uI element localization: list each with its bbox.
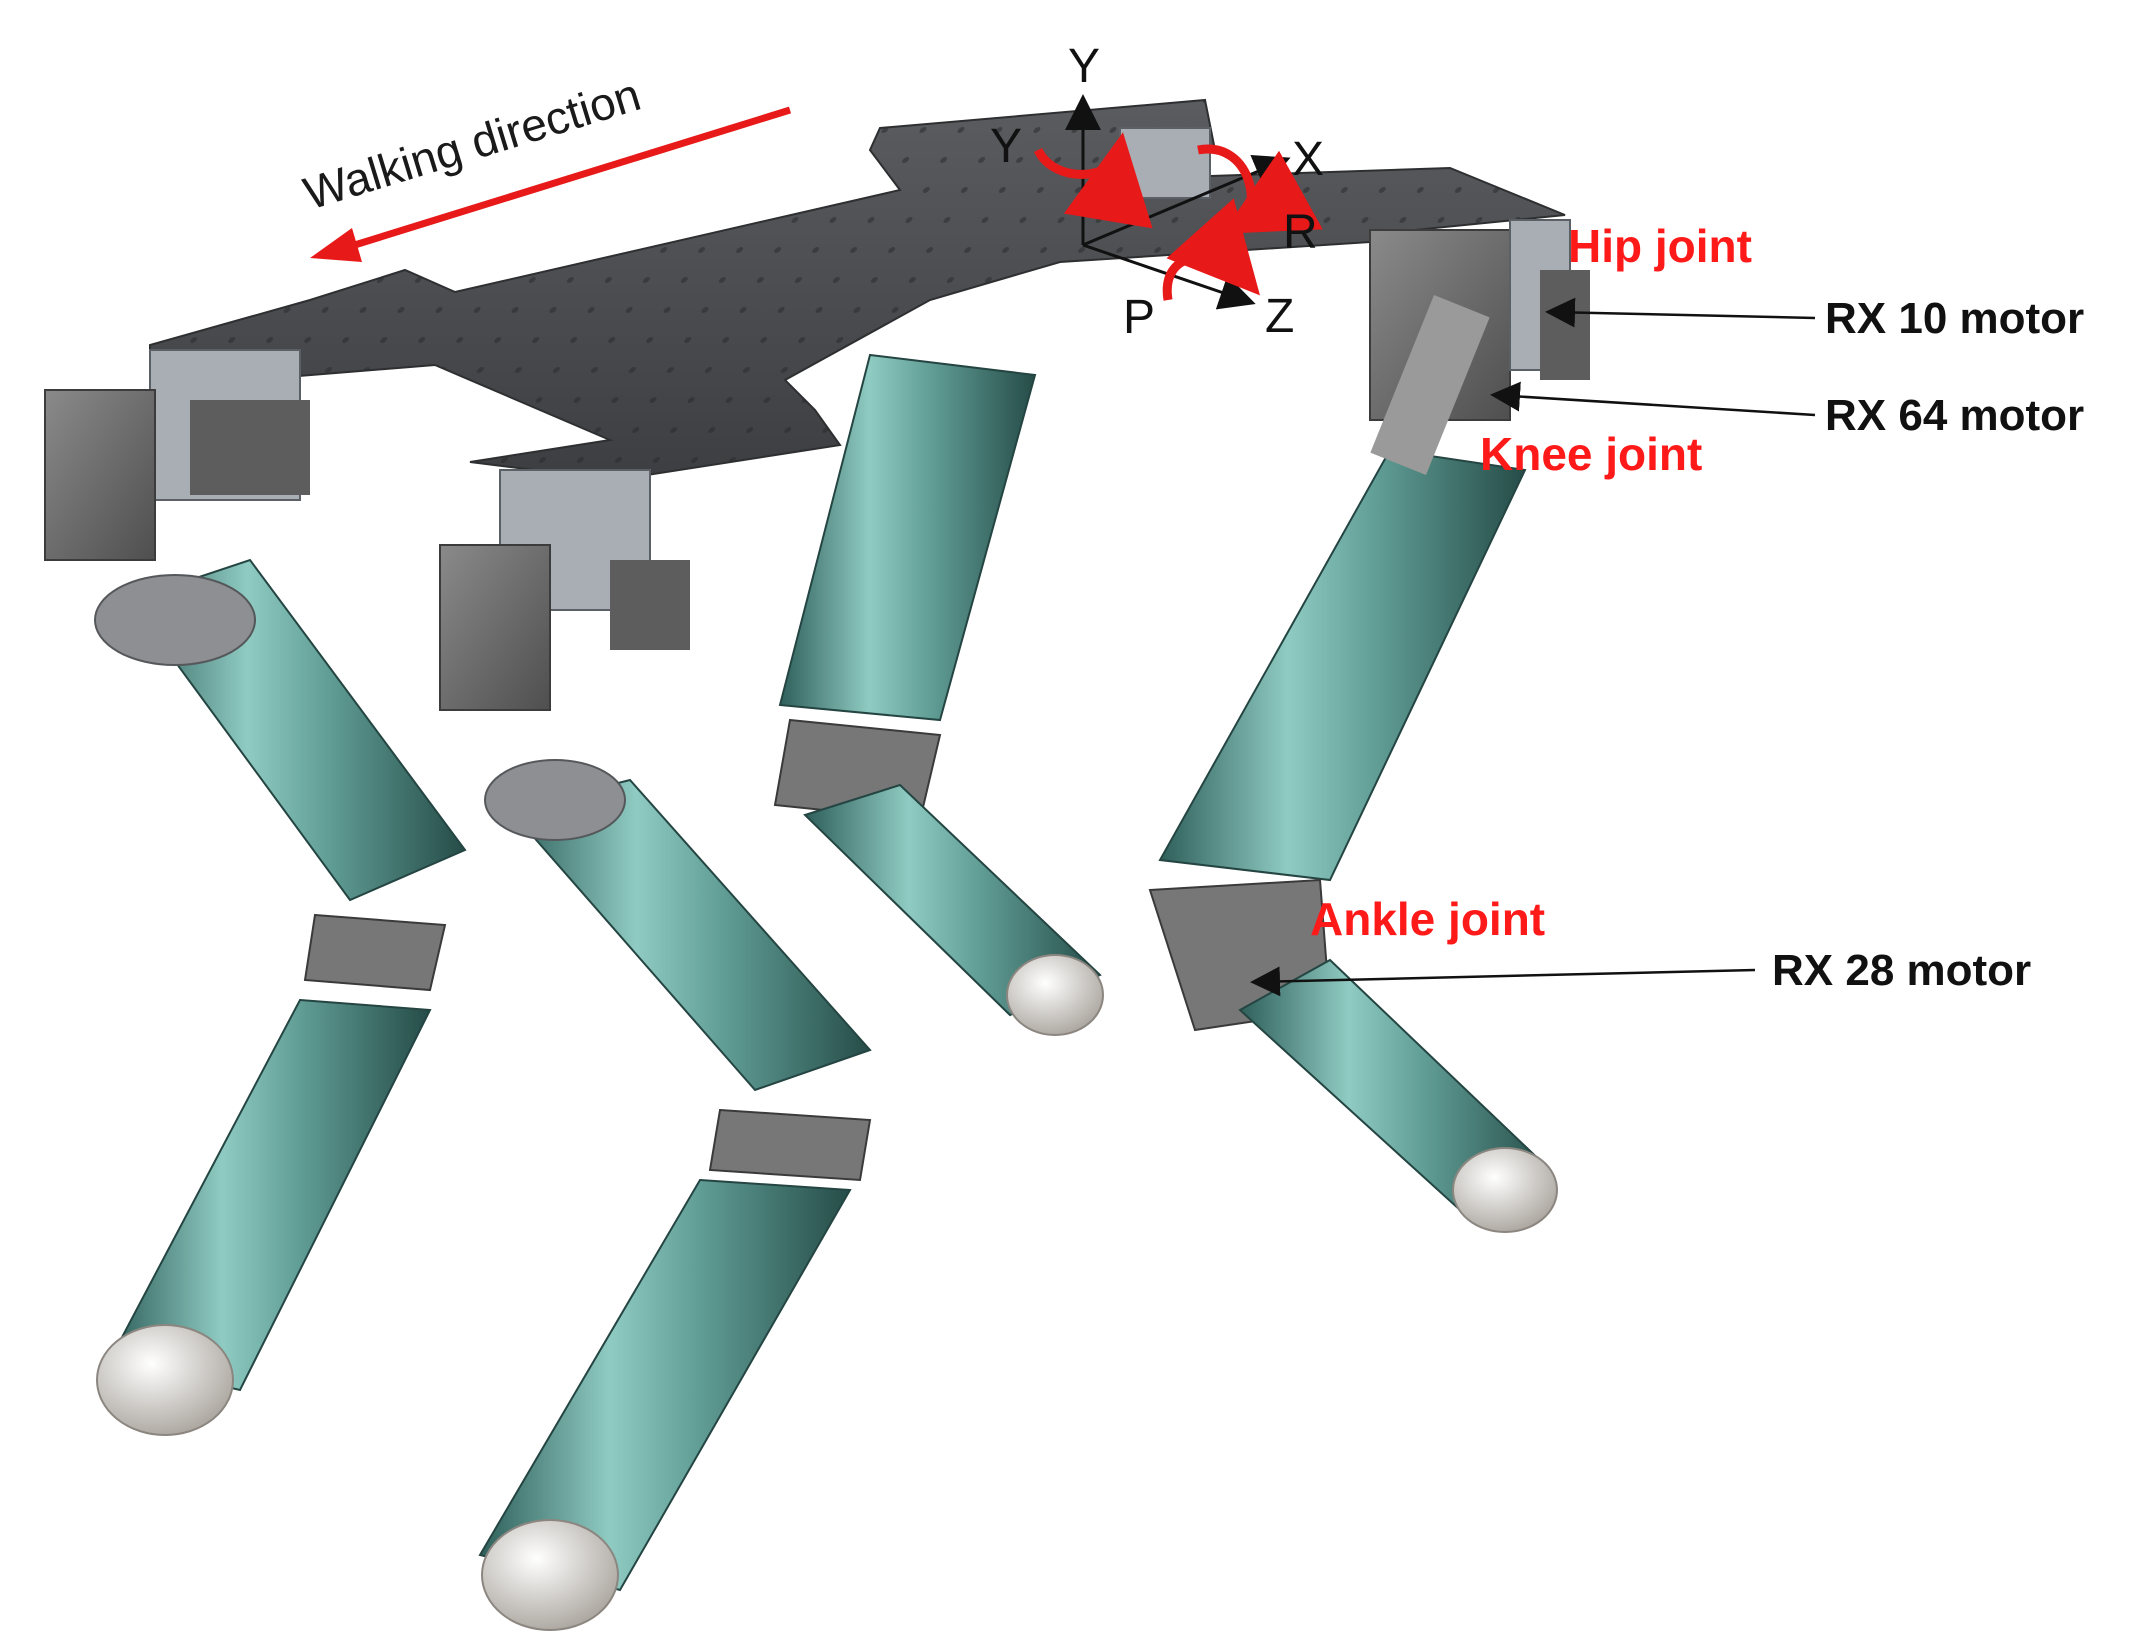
hip-bracket-front-left <box>149 349 310 501</box>
leg-rear-right <box>1148 294 1558 1233</box>
axis-label-y-top: Y <box>1068 40 1100 93</box>
leg-rear-left <box>773 353 1104 1036</box>
ankle-joint-label: Ankle joint <box>1310 893 1545 945</box>
walking-direction-label: Walking direction <box>298 68 647 220</box>
hip-joint-label: Hip joint <box>1568 220 1752 272</box>
rx10-motor-leader <box>1545 297 1816 328</box>
leg-front-left <box>44 389 467 1436</box>
hip-bracket-front-right <box>499 469 690 650</box>
axis-label-y-rotation: Y <box>990 120 1022 173</box>
walking-direction-arrow <box>310 106 792 262</box>
rotation-arrow-yaw <box>1033 132 1153 229</box>
rotation-arrow-pitch <box>1162 198 1260 301</box>
axis-label-r: R <box>1283 206 1318 259</box>
axis-label-z: Z <box>1265 290 1294 343</box>
leg-front-right <box>439 544 872 1631</box>
hip-bracket-rear-left <box>1119 127 1211 199</box>
axis-label-x: X <box>1292 133 1324 186</box>
rx28-motor-leader <box>1250 966 1756 997</box>
rx64-motor-label: RX 64 motor <box>1825 391 2084 440</box>
knee-joint-label: Knee joint <box>1480 428 1702 480</box>
rx64-motor-leader <box>1490 381 1816 417</box>
rx10-motor-label: RX 10 motor <box>1825 294 2084 343</box>
rx28-motor-label: RX 28 motor <box>1772 946 2031 995</box>
axis-label-p: P <box>1123 291 1155 344</box>
